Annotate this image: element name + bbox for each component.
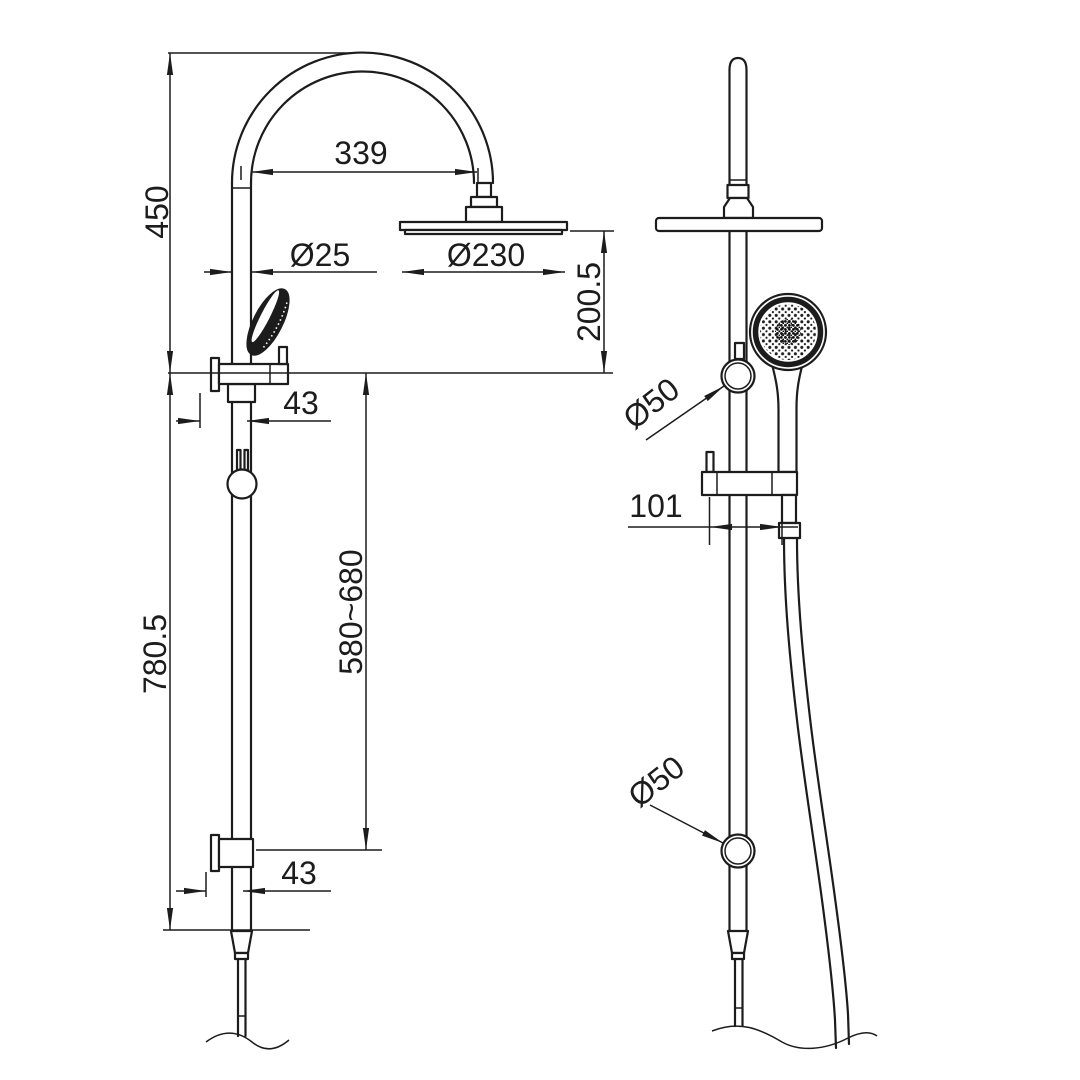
side-upper-bracket-pin [733,341,746,361]
slider-knob [226,468,258,500]
dim-label-d50-lower: Ø50 [621,749,691,815]
side-riser-rail [728,56,748,933]
holder-bracket-dividers [716,472,773,495]
leader-d50-lower [649,804,724,844]
dim-label-450: 450 [139,185,175,238]
lower-bracket-body [217,837,255,869]
side-collar [726,183,750,200]
handshower-highlight [251,290,280,343]
leader-d50-upper [645,385,725,441]
dim-label-d230: Ø230 [447,237,525,273]
dim-ticks-339 [240,166,479,182]
dim-label-43a: 43 [283,385,319,421]
handshower-head-front [246,288,290,356]
front-inlet-step [233,951,250,961]
dim-label-780-5: 780.5 [137,614,173,694]
side-lower-bracket-outer [720,833,756,869]
side-inlet-pipe [733,957,744,1028]
ext-lines-101 [708,497,783,545]
front-inlet-pipe [236,957,247,1038]
side-break-line [711,1025,878,1050]
front-break-line [205,1032,290,1050]
side-upper-bracket-outer [720,358,756,394]
handle-lower-section [780,493,798,525]
holder-bracket-pin [705,450,715,474]
holder-sleeve [226,382,257,404]
dim-label-200-5: 200.5 [571,262,607,342]
holder-bracket-body [700,470,799,497]
overhead-disc-front [398,220,569,232]
side-lower-bracket-inner [724,837,752,865]
gooseneck-arc [230,51,495,185]
side-view [654,56,878,1050]
slider-fork-left [235,448,242,472]
dim-label-d25: Ø25 [290,237,350,273]
dim-label-339: 339 [334,135,387,171]
dim-label-d50-upper: Ø50 [616,371,686,437]
handshower-front [246,288,290,356]
handshower-spray-center [775,319,801,345]
side-arm-flange [722,196,755,220]
front-riser-rail [230,181,253,933]
dim-label-43b: 43 [281,855,317,891]
arm-flange-upper [469,195,499,209]
arm-nipple [475,181,493,199]
front-inlet-cone [229,929,254,955]
arm-flange-lower [464,205,504,224]
side-inlet-step [730,951,746,961]
handshower-face-ring [752,296,824,368]
front-view [205,51,569,1050]
shower-hose [782,536,851,1050]
upper-bracket-pin [277,345,289,366]
overhead-disc-side [654,216,824,233]
dim-label-101: 101 [629,488,682,524]
lower-bracket-wall-plate [209,833,221,873]
side-upper-bracket-inner [724,362,752,390]
dim-label-580-680: 580~680 [333,549,369,674]
overhead-disc-lip [403,228,564,236]
upper-bracket-body [217,362,290,386]
slider-fork-right [243,448,250,472]
side-view-dimensions: Ø50 101 Ø50 [616,371,798,844]
handshower-handle-side [769,357,806,474]
upper-bracket-wall-plate [209,356,221,393]
front-view-dimensions: 450 780.5 339 Ø25 Ø230 200.5 580~680 43 [137,52,614,931]
side-inlet-cone [726,929,750,955]
